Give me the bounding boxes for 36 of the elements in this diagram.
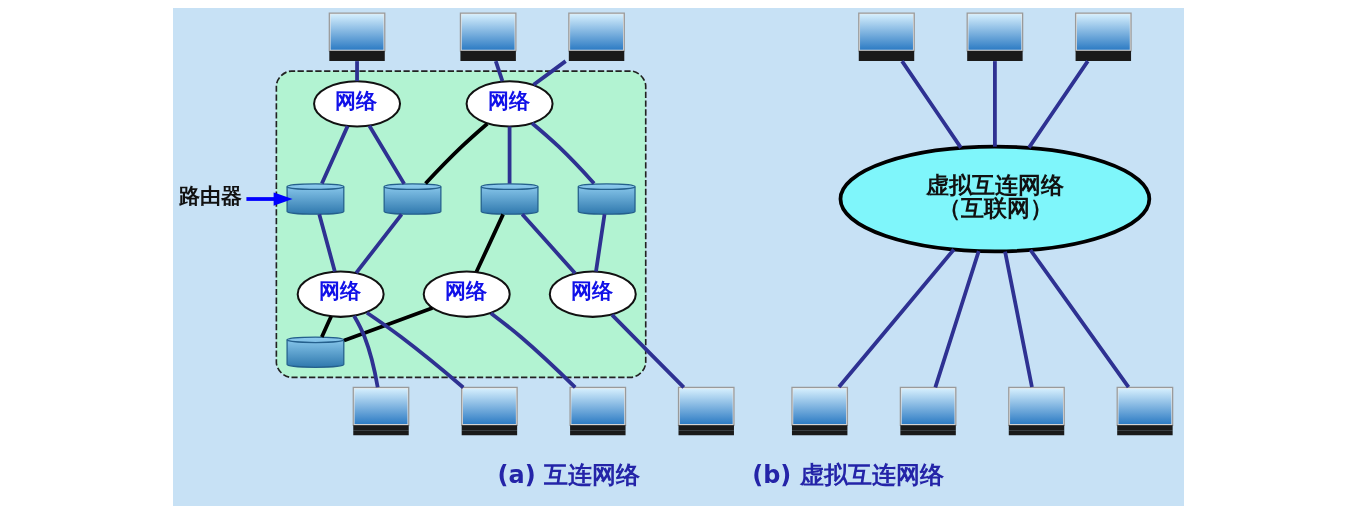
connector xyxy=(342,306,433,343)
connector xyxy=(520,213,576,275)
connector xyxy=(319,125,349,185)
connector xyxy=(933,250,981,388)
connector xyxy=(354,61,359,82)
connector xyxy=(531,59,567,87)
connector xyxy=(530,121,595,185)
node-text: 路由器 xyxy=(178,182,242,208)
connector xyxy=(354,213,403,275)
label: (b) 虚拟互连网络 xyxy=(751,460,944,489)
label: (a) 互连网络 xyxy=(497,460,640,489)
connector xyxy=(899,60,962,149)
connector xyxy=(423,122,488,185)
connector xyxy=(610,313,685,389)
connector xyxy=(1028,248,1130,389)
connector xyxy=(474,213,505,273)
connector xyxy=(319,315,333,338)
node-ellipse: 网络 xyxy=(422,270,511,318)
arrow xyxy=(245,192,293,206)
connector xyxy=(1026,60,1089,149)
connector xyxy=(507,126,511,184)
connector xyxy=(493,60,504,82)
connector xyxy=(367,124,406,185)
node-ellipse: 虚拟互连网络 （互联网） xyxy=(838,144,1151,254)
connector xyxy=(365,311,464,389)
connector xyxy=(489,311,576,389)
connector xyxy=(316,213,337,272)
node-ellipse: 网络 xyxy=(548,270,637,318)
node-ellipse: 网络 xyxy=(465,80,554,128)
connector xyxy=(593,214,606,272)
node-ellipse: 网络 xyxy=(296,270,385,318)
connector xyxy=(1002,251,1034,388)
connector xyxy=(837,248,955,389)
connector xyxy=(352,315,380,388)
node-ellipse: 网络 xyxy=(312,80,401,128)
connector xyxy=(992,61,997,147)
